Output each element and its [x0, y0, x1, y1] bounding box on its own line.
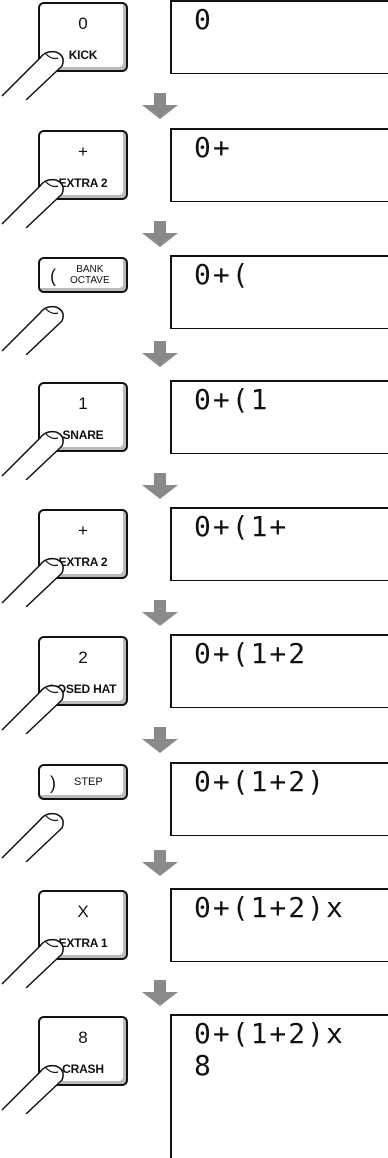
step-7: ) STEP 0+(1+2): [0, 762, 388, 862]
display-baseline: [172, 707, 388, 708]
step-9: 8 CRASH 0+(1+2)x 8: [0, 1014, 388, 1158]
display-baseline: [172, 328, 388, 329]
key-plus-extra2[interactable]: + EXTRA 2: [38, 509, 128, 579]
key-x-extra1[interactable]: X EXTRA 1: [38, 890, 128, 960]
key-2-closed-hat[interactable]: 2 LOSED HAT: [38, 636, 128, 706]
lcd-display: 0+: [170, 128, 388, 202]
key-8-crash[interactable]: 8 CRASH: [38, 1016, 128, 1086]
lcd-display: 0+(1+2: [170, 634, 388, 708]
key-bank-octave[interactable]: ( BANK OCTAVE: [38, 257, 128, 293]
key-label-bottom: LOSED HAT: [49, 682, 117, 696]
arrow-down-icon: [142, 727, 178, 753]
key-label-top: 2: [78, 648, 88, 667]
key-label-top: +: [78, 521, 88, 540]
arrow-down-icon: [142, 473, 178, 499]
key-stack-label: BANK OCTAVE: [70, 264, 110, 286]
lcd-display: 0+(1+2)x 8: [170, 1014, 388, 1158]
key-label-top: X: [77, 902, 89, 921]
key-paren: ): [50, 773, 56, 793]
arrow-down-icon: [142, 600, 178, 626]
display-text: 0+(1+: [194, 510, 289, 543]
key-step[interactable]: ) STEP: [38, 764, 128, 800]
display-text: 0+(: [194, 258, 251, 291]
step-2: + EXTRA 2 0+: [0, 128, 388, 228]
key-label-bottom: EXTRA 1: [58, 936, 108, 950]
key-label-bottom: CRASH: [62, 1062, 104, 1076]
display-baseline: [172, 453, 388, 454]
step-3: ( BANK OCTAVE 0+(: [0, 255, 388, 355]
lcd-display: 0+(: [170, 255, 388, 329]
display-text: 0+(1: [194, 383, 270, 416]
arrow-down-icon: [142, 850, 178, 876]
key-plus-extra2[interactable]: + EXTRA 2: [38, 130, 128, 200]
key-label-bottom: KICK: [68, 48, 98, 62]
display-text: 0+(1+2)x: [194, 891, 345, 924]
key-stack-line-1: BANK: [76, 264, 104, 275]
step-1: 0 KICK 0: [0, 0, 388, 100]
display-baseline: [172, 201, 388, 202]
lcd-display: 0+(1+: [170, 507, 388, 581]
display-baseline: [172, 73, 388, 74]
key-label-top: 0: [78, 14, 88, 33]
key-0-kick[interactable]: 0 KICK: [38, 2, 128, 72]
key-label-bottom: SNARE: [62, 428, 104, 442]
display-text: 0+(1+2)x 8: [194, 1017, 345, 1082]
key-stack-line-2: OCTAVE: [70, 275, 110, 286]
arrow-down-icon: [142, 221, 178, 247]
step-8: X EXTRA 1 0+(1+2)x: [0, 888, 388, 988]
display-text: 0+: [194, 131, 232, 164]
display-baseline: [172, 961, 388, 962]
display-text: 0+(1+2: [194, 637, 308, 670]
display-text: 0+(1+2): [194, 765, 327, 798]
step-4: 1 SNARE 0+(1: [0, 380, 388, 480]
key-1-snare[interactable]: 1 SNARE: [38, 382, 128, 452]
arrow-down-icon: [142, 980, 178, 1006]
key-paren: (: [50, 266, 56, 286]
step-6: 2 LOSED HAT 0+(1+2: [0, 634, 388, 734]
key-side-label: STEP: [74, 776, 103, 788]
key-label-top: 1: [78, 394, 88, 413]
display-text: 0: [194, 3, 213, 36]
arrow-down-icon: [142, 93, 178, 119]
step-5: + EXTRA 2 0+(1+: [0, 507, 388, 607]
lcd-display: 0+(1+2): [170, 762, 388, 836]
lcd-display: 0: [170, 0, 388, 74]
display-baseline: [172, 580, 388, 581]
lcd-display: 0+(1+2)x: [170, 888, 388, 962]
display-baseline: [172, 835, 388, 836]
key-label-top: 8: [78, 1028, 88, 1047]
lcd-display: 0+(1: [170, 380, 388, 454]
key-label-bottom: EXTRA 2: [58, 176, 108, 190]
arrow-down-icon: [142, 341, 178, 367]
key-label-bottom: EXTRA 2: [58, 555, 108, 569]
key-label-top: +: [78, 142, 88, 161]
